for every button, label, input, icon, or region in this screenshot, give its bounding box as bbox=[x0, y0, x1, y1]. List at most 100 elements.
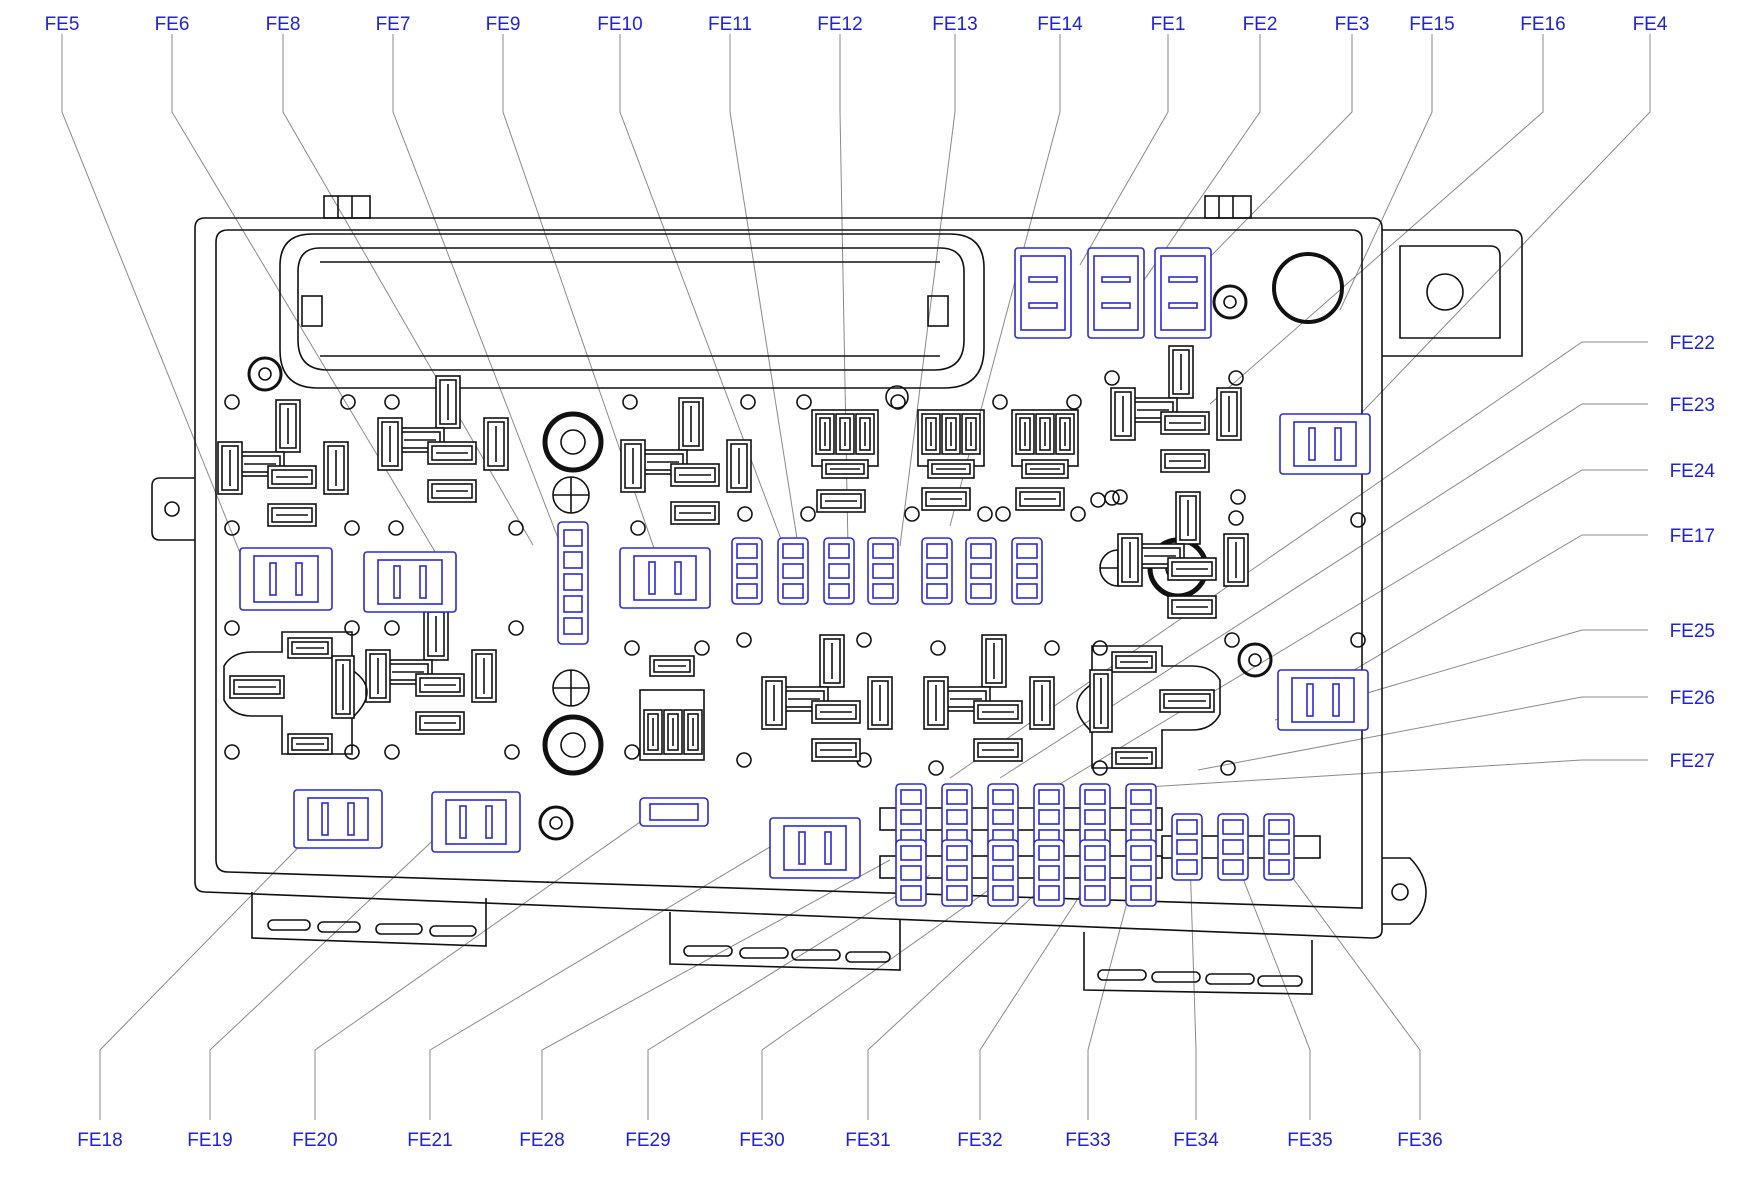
mounting-hole bbox=[796, 394, 812, 410]
maxi-fuse bbox=[1277, 669, 1369, 731]
mounting-hole bbox=[1092, 640, 1108, 656]
mounting-hole bbox=[384, 394, 400, 410]
leader-line-right bbox=[1129, 759, 1648, 789]
maxi-fuse bbox=[619, 547, 711, 609]
fuse-label-fe19: FE19 bbox=[187, 1130, 232, 1151]
bolt-terminal bbox=[542, 714, 604, 776]
mounting-hole bbox=[800, 506, 816, 522]
mounting-hole bbox=[885, 385, 909, 409]
fuse-label-fe3: FE3 bbox=[1335, 14, 1370, 35]
mounting-hole bbox=[508, 520, 524, 536]
mounting-hole bbox=[504, 744, 520, 760]
mounting-hole bbox=[388, 520, 404, 536]
fuse-label-fe4: FE4 bbox=[1633, 14, 1668, 35]
mounting-hole bbox=[1230, 489, 1246, 505]
mounting-hole bbox=[736, 752, 752, 768]
fuse-label-fe15: FE15 bbox=[1409, 14, 1454, 35]
mounting-hole bbox=[1228, 510, 1244, 526]
mini-fuse bbox=[823, 537, 855, 605]
mounting-hole bbox=[630, 520, 646, 536]
fuse-label-fe16: FE16 bbox=[1520, 14, 1565, 35]
leader-line-bottom bbox=[1277, 857, 1421, 1120]
leader-line-right bbox=[1274, 629, 1648, 721]
leader-line-top bbox=[61, 34, 256, 591]
screw bbox=[1237, 642, 1273, 678]
mini-fuse bbox=[777, 537, 809, 605]
mini-relay-socket bbox=[639, 689, 705, 761]
maxi-fuse bbox=[1279, 413, 1371, 475]
leader-line-bottom bbox=[1189, 857, 1197, 1120]
leader-line-bottom bbox=[761, 881, 1001, 1120]
screw bbox=[247, 356, 283, 392]
mini-fuse bbox=[1125, 839, 1157, 907]
fuse-label-fe6: FE6 bbox=[155, 14, 190, 35]
fuse-label-fe20: FE20 bbox=[292, 1130, 337, 1151]
mounting-hole bbox=[1070, 506, 1086, 522]
leader-line-right bbox=[1049, 469, 1648, 791]
leader-line-bottom bbox=[314, 807, 661, 1120]
leader-line-top bbox=[1339, 34, 1433, 311]
leader-line-top bbox=[1159, 34, 1353, 309]
mini-fuse bbox=[731, 537, 763, 605]
mounting-hole bbox=[224, 744, 240, 760]
mini-fuse bbox=[1171, 813, 1203, 881]
leader-line-top bbox=[1344, 34, 1651, 431]
fuse-label-fe13: FE13 bbox=[932, 14, 977, 35]
leader-line-top bbox=[1121, 34, 1261, 313]
mounting-hole bbox=[1224, 632, 1240, 648]
leader-line-top bbox=[1079, 34, 1169, 266]
mounting-hole bbox=[224, 394, 240, 410]
mounting-hole bbox=[384, 620, 400, 636]
relay-sockets bbox=[217, 345, 1321, 879]
leader-line-bottom bbox=[541, 859, 891, 1120]
fuse-label-fe27: FE27 bbox=[1670, 751, 1715, 772]
fuse-label-fe25: FE25 bbox=[1670, 621, 1715, 642]
mini-fuse bbox=[1033, 839, 1065, 907]
mounting-hole bbox=[977, 506, 993, 522]
large-stud bbox=[1272, 252, 1344, 324]
mini-fuse bbox=[895, 839, 927, 907]
fuse-label-fe17: FE17 bbox=[1670, 526, 1715, 547]
leader-line-bottom bbox=[1087, 879, 1134, 1120]
mini-fuse bbox=[1079, 839, 1111, 907]
mini-fuse bbox=[1263, 813, 1295, 881]
fuse-label-fe28: FE28 bbox=[519, 1130, 564, 1151]
mounting-hole bbox=[1090, 492, 1106, 508]
maxi-fuse bbox=[1014, 247, 1072, 339]
mounting-hole bbox=[1104, 370, 1120, 386]
leader-line-top bbox=[502, 34, 666, 581]
mini-fuse bbox=[1217, 813, 1249, 881]
leader-line-right bbox=[1294, 534, 1648, 706]
fuse-strip bbox=[557, 521, 589, 645]
leader-line-right bbox=[949, 341, 1648, 779]
fuses-and-maxi-fuses bbox=[239, 247, 1371, 907]
leader-line-right bbox=[999, 403, 1648, 779]
mounting-hole bbox=[995, 506, 1011, 522]
mounting-hole bbox=[1112, 489, 1128, 505]
fuse-label-fe33: FE33 bbox=[1065, 1130, 1110, 1151]
mounting-hole bbox=[622, 394, 638, 410]
screw-center bbox=[1223, 295, 1237, 309]
large-relay-socket bbox=[223, 631, 368, 755]
maxi-fuse bbox=[239, 547, 333, 611]
leader-line-bottom bbox=[1234, 857, 1311, 1120]
mounting-hole bbox=[904, 506, 920, 522]
maxi-fuse bbox=[293, 789, 383, 849]
mounting-hole bbox=[624, 744, 640, 760]
mounting-hole bbox=[224, 620, 240, 636]
fuse-label-fe22: FE22 bbox=[1670, 333, 1715, 354]
mounting-hole bbox=[856, 632, 872, 648]
screw-center bbox=[1248, 653, 1262, 667]
leader-line-bottom bbox=[979, 879, 1091, 1120]
mounting-hole bbox=[508, 620, 524, 636]
fuse-label-fe8: FE8 bbox=[266, 14, 301, 35]
bolt-star bbox=[560, 429, 586, 455]
fuse-label-fe10: FE10 bbox=[597, 14, 642, 35]
mounting-hole bbox=[340, 394, 356, 410]
fuse-box-housing bbox=[151, 195, 1523, 995]
fuse-label-fe21: FE21 bbox=[407, 1130, 452, 1151]
leader-line-right bbox=[1197, 696, 1648, 771]
fuse-label-fe31: FE31 bbox=[845, 1130, 890, 1151]
screw-center bbox=[549, 816, 563, 830]
